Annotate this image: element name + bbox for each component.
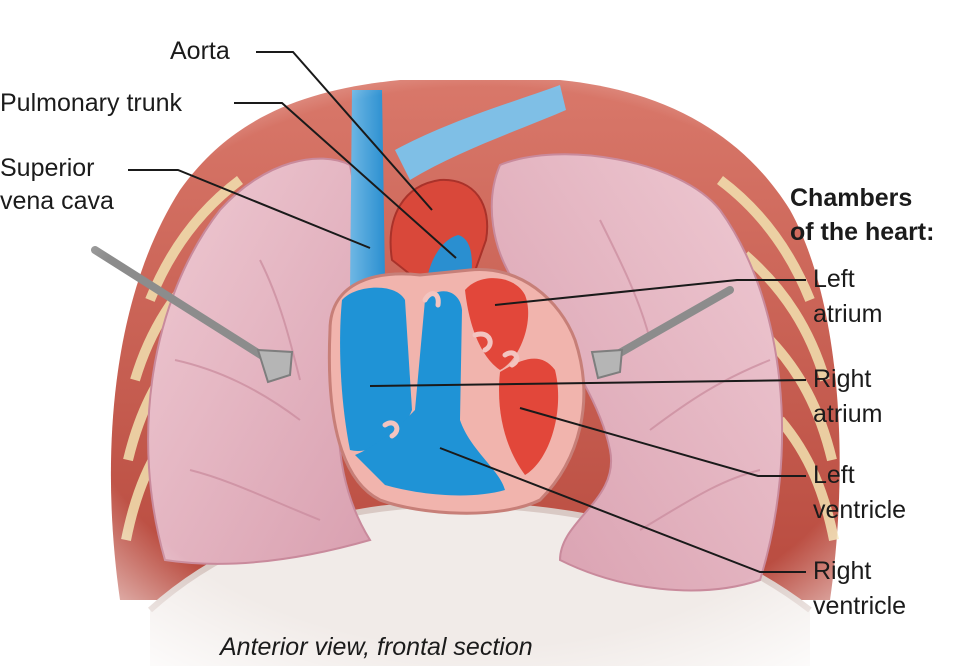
leader-left-atrium bbox=[494, 279, 806, 306]
chambers-heading-line2: of the heart: bbox=[790, 218, 935, 246]
leader-superior-vena-cava bbox=[128, 169, 371, 249]
leader-right-atrium bbox=[369, 379, 807, 387]
leader-aorta bbox=[256, 51, 433, 211]
label-pulmonary-trunk: Pulmonary trunk bbox=[0, 89, 183, 117]
figure-caption: Anterior view, frontal section bbox=[220, 633, 533, 661]
label-right-atrium-line2: atrium bbox=[813, 400, 883, 428]
label-superior-vena-cava-line2: vena cava bbox=[0, 187, 114, 215]
leader-lines bbox=[128, 51, 807, 573]
label-right-atrium-line1: Right bbox=[813, 365, 872, 393]
leader-pulmonary-trunk bbox=[234, 102, 457, 259]
label-right-ventricle-line2: ventricle bbox=[813, 592, 907, 620]
leader-right-ventricle bbox=[439, 447, 806, 573]
label-left-ventricle-line1: Left bbox=[813, 461, 855, 489]
leader-left-ventricle bbox=[519, 407, 806, 477]
label-superior-vena-cava-line1: Superior bbox=[0, 154, 95, 182]
label-left-ventricle-line2: ventricle bbox=[813, 496, 907, 524]
label-aorta: Aorta bbox=[170, 37, 230, 65]
label-right-ventricle-line1: Right bbox=[813, 557, 872, 585]
chambers-heading-line1: Chambers bbox=[790, 184, 913, 212]
label-left-atrium-line2: atrium bbox=[813, 300, 883, 328]
label-left-atrium-line1: Left bbox=[813, 265, 855, 293]
